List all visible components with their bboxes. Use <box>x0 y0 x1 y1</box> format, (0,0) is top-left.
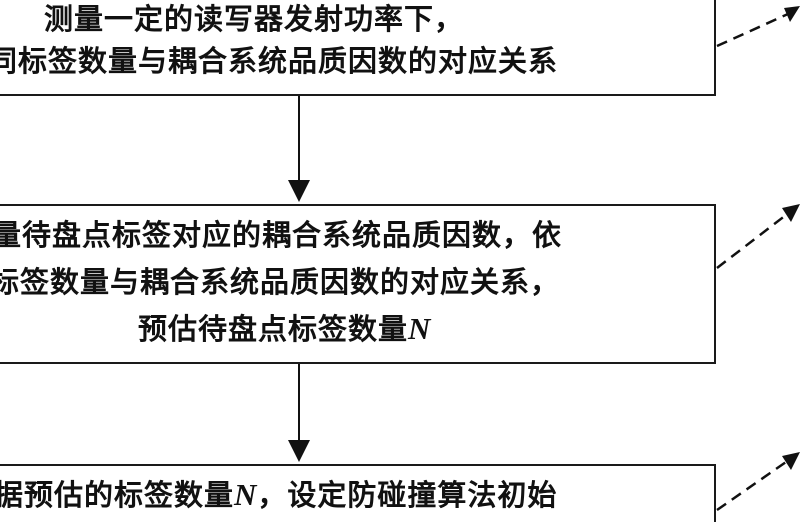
step3-line1: 据预估的标签数量N，设定防碰撞算法初始 <box>0 477 558 513</box>
step3-box: 据预估的标签数量N，设定防碰撞算法初始 <box>0 464 716 522</box>
step2-box: 量待盘点标签对应的耦合系统品质因数，依 标签数量与耦合系统品质因数的对应关系， … <box>0 204 716 364</box>
step1-line2: 同标签数量与耦合系统品质因数的对应关系 <box>0 44 559 78</box>
step1-line1: 测量一定的读写器发射功率下， <box>44 2 465 36</box>
dashed-arrow-step2 <box>716 214 787 269</box>
step3-line1-prefix: 据预估的标签数量 <box>0 478 235 512</box>
dashed-arrow-step2-head <box>782 204 800 222</box>
step2-line3: 预估待盘点标签数量N <box>138 311 432 347</box>
step2-line1: 量待盘点标签对应的耦合系统品质因数，依 <box>0 218 563 252</box>
step2-line3-text: 预估待盘点标签数量 <box>138 312 409 346</box>
dashed-arrow-step1 <box>716 12 789 48</box>
step1-box: 测量一定的读写器发射功率下， 同标签数量与耦合系统品质因数的对应关系 <box>0 0 716 96</box>
step2-line2: 标签数量与耦合系统品质因数的对应关系， <box>0 265 561 299</box>
arrow-step2-to-step3-head <box>288 440 310 462</box>
arrow-step1-to-step2-head <box>288 180 310 202</box>
dashed-arrow-step1-head <box>784 6 800 22</box>
step3-variable-n: N <box>234 477 258 512</box>
step2-variable-n: N <box>408 311 432 346</box>
step3-line1-suffix: ，设定防碰撞算法初始 <box>257 478 558 512</box>
dashed-arrow-step3 <box>716 460 787 512</box>
dashed-arrow-step3-head <box>782 452 800 470</box>
